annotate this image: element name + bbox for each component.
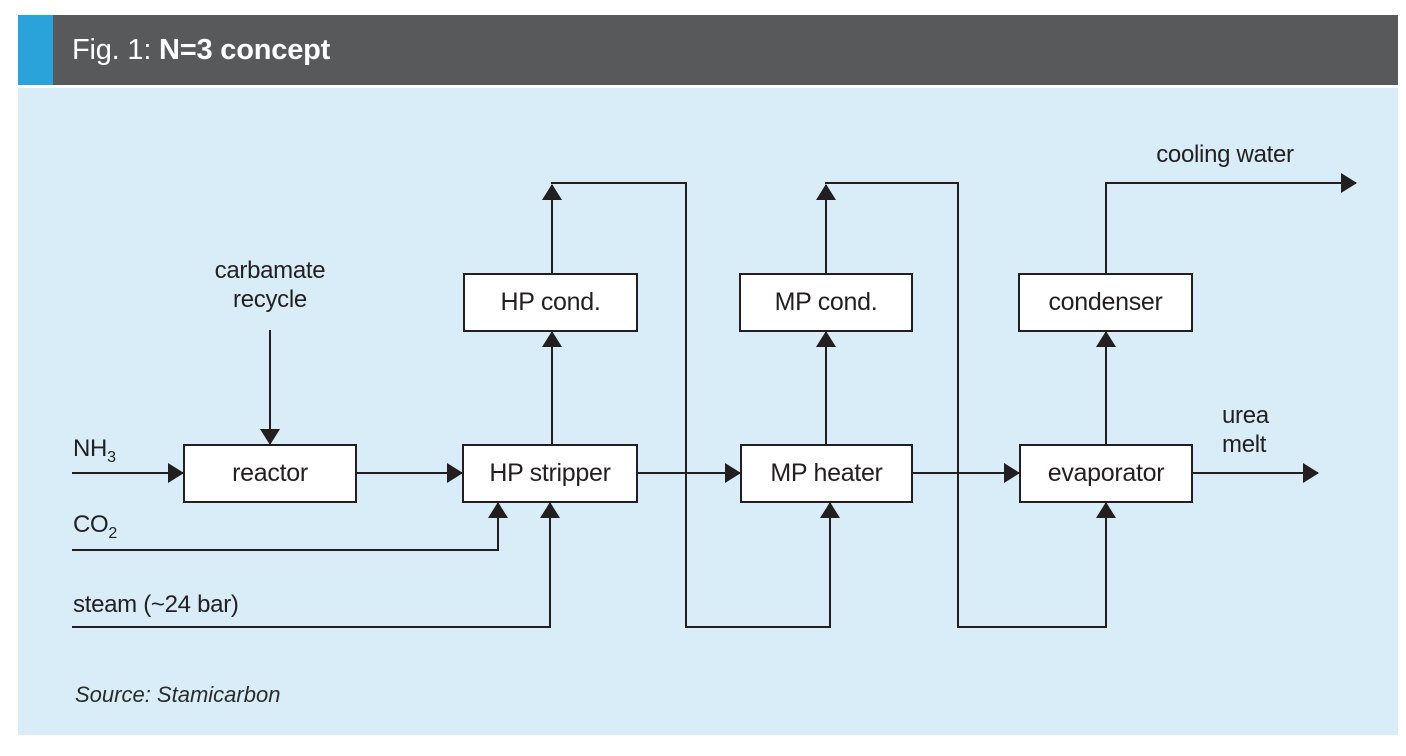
label-nh3-base: NH: [73, 435, 108, 462]
label-urea-melt-line2: melt: [1222, 431, 1267, 458]
box-hp-stripper: HP stripper: [462, 444, 638, 503]
box-condenser: condenser: [1018, 273, 1193, 332]
label-nh3: NH3: [73, 434, 116, 466]
diagram-panel: [18, 88, 1398, 735]
figure-number: Fig. 1:: [72, 33, 160, 66]
box-hp-cond: HP cond.: [463, 273, 638, 332]
label-co2-base: CO: [73, 511, 109, 538]
label-carbamate-line2: recycle: [233, 286, 307, 313]
box-mp-cond: MP cond.: [739, 273, 913, 332]
label-carbamate-line1: carbamate: [214, 257, 326, 284]
accent-square: [18, 15, 53, 85]
label-steam: steam (~24 bar): [73, 591, 239, 618]
label-carbamate-recycle: carbamate recycle: [170, 256, 370, 314]
box-evaporator: evaporator: [1019, 444, 1193, 503]
label-cooling-water: cooling water: [1156, 141, 1294, 168]
source-note: Source: Stamicarbon: [75, 682, 281, 707]
label-nh3-sub: 3: [107, 448, 116, 466]
label-co2-sub: 2: [108, 524, 118, 542]
label-co2: CO2: [73, 510, 118, 542]
figure-header: Fig. 1: N=3 concept: [53, 15, 1398, 85]
label-urea-melt-line1: urea: [1222, 402, 1269, 429]
figure-title: N=3 concept: [159, 33, 331, 66]
label-urea-melt: urea melt: [1222, 401, 1269, 459]
box-reactor: reactor: [183, 444, 357, 503]
box-mp-heater: MP heater: [740, 444, 913, 503]
